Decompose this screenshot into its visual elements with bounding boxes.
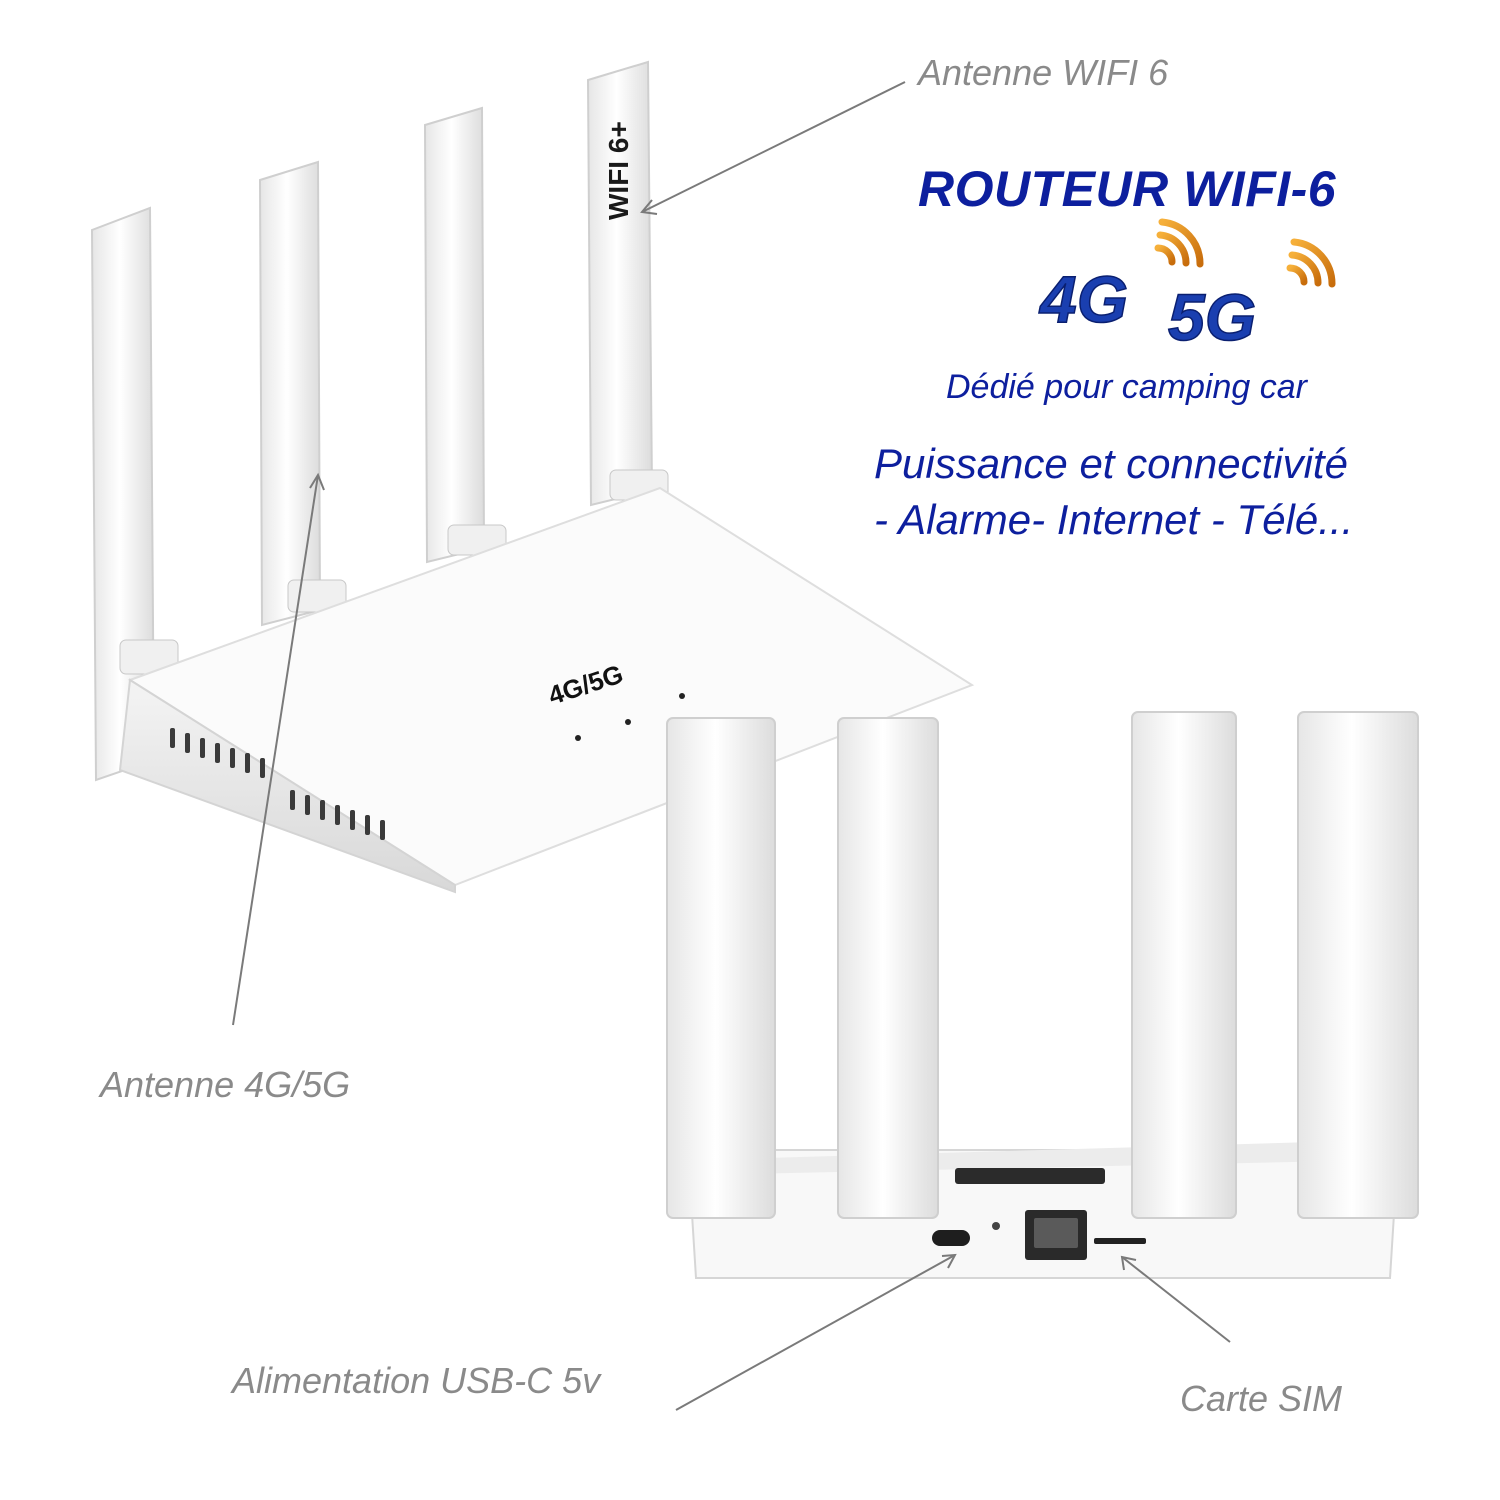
reset-pinhole [992,1222,1000,1230]
router-front-view: 4G/5G [90,60,975,894]
callout-power: Alimentation USB-C 5v [232,1360,601,1401]
usb-c-port [932,1230,970,1246]
antenna [837,717,939,1219]
antenna [1297,711,1419,1219]
signal-waves-icon [1154,218,1204,268]
antenna [423,106,486,564]
callout-line-sim [1121,1256,1231,1343]
callout-wifi-antenna: Antenne WIFI 6 [918,52,1169,93]
callout-line-power [675,1254,956,1411]
antenna [666,717,776,1219]
headline-title: ROUTEUR WIFI-6 [918,161,1337,217]
arrowhead [309,472,325,491]
antenna [258,160,322,627]
router-back-view [666,711,1419,1279]
callout-sim: Carte SIM [1180,1378,1343,1419]
led-indicator [625,719,631,725]
4g-5g-logo: 4G 5G [1037,218,1336,355]
logo-4g-text: 4G [1038,262,1128,336]
antenna [1131,711,1237,1219]
led-indicator [575,735,581,741]
logo-5g-text: 5G [1168,280,1256,354]
callout-lte-antenna: Antenne 4G/5G [100,1064,351,1105]
callout-line-wifi [641,81,906,213]
sim-card-slot [1094,1238,1146,1244]
router-body-side [118,678,456,894]
back-led-strip [955,1168,1105,1184]
callout-lines [232,81,1231,1411]
vent-slots [170,728,385,840]
headline-tagline: Dédié pour camping car [946,368,1307,406]
callout-line-lte [232,474,319,1026]
headline-line1: Puissance et connectivité [874,440,1348,487]
antenna-label: WIFI 6+ [603,121,634,220]
arrowhead [640,199,658,215]
led-indicator [679,693,685,699]
headline-line2: - Alarme- Internet - Télé... [874,496,1354,543]
arrowhead [1120,1255,1137,1271]
signal-waves-icon [1286,238,1336,288]
arrowhead [941,1253,957,1269]
